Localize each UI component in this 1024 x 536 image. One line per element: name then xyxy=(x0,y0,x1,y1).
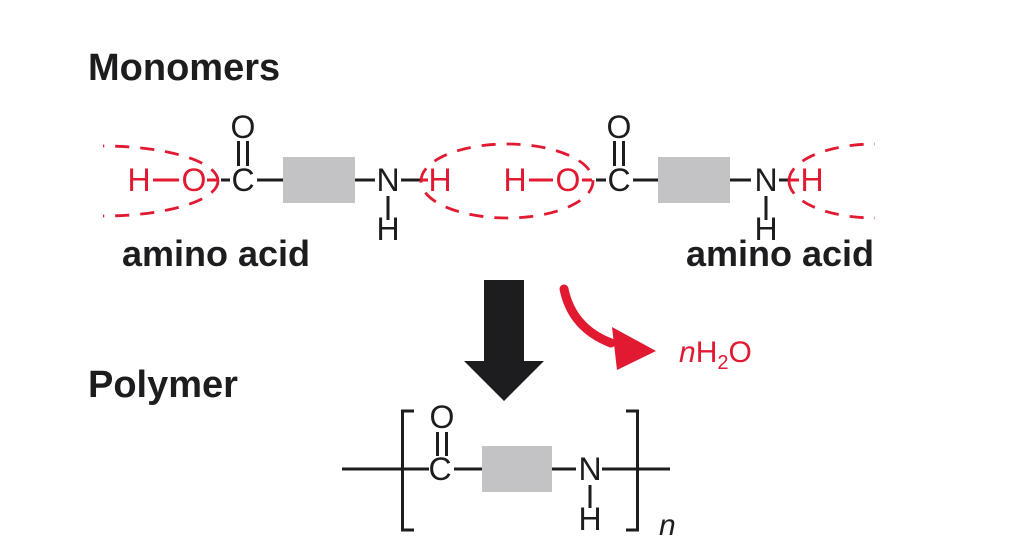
removed-water-ellipse: H H O xyxy=(419,142,595,220)
monomer1-carbon: C xyxy=(231,162,254,198)
monomer2-amine-h-down: H xyxy=(754,211,777,247)
monomer-2: C O N H H xyxy=(582,109,824,247)
right-ellipse-top-arc xyxy=(787,142,876,182)
polymer-right-bracket xyxy=(626,409,639,532)
right-bond-site-ellipse xyxy=(787,142,876,220)
monomer1-amine-h-down: H xyxy=(376,211,399,247)
water-release-arrow-head xyxy=(612,327,656,370)
left-ellipse-bottom-arc xyxy=(102,180,220,218)
monomers-heading: Monomers xyxy=(88,47,280,89)
down-arrow-icon xyxy=(464,280,544,401)
polymer-carbonyl-o: O xyxy=(430,399,455,435)
polymer-left-bracket xyxy=(401,409,414,532)
monomer2-amine-h-right: H xyxy=(800,162,823,198)
monomer1-r-group-box xyxy=(283,157,355,203)
monomer1-carbonyl-o: O xyxy=(231,109,256,145)
polymer-r-group-box xyxy=(482,446,552,492)
byproduct-coefficient: n xyxy=(679,336,696,369)
monomer1-hydroxyl-o: O xyxy=(182,162,207,198)
left-bond-site-ellipse xyxy=(102,144,220,218)
monomer1-nitrogen: N xyxy=(376,162,399,198)
polymer-heading: Polymer xyxy=(88,364,238,406)
monomer2-nitrogen: N xyxy=(754,162,777,198)
monomer2-carbon: C xyxy=(607,162,630,198)
byproduct-oxygen: O xyxy=(728,336,751,369)
monomer1-hydroxyl-h: H xyxy=(127,162,150,198)
left-ellipse-top-arc xyxy=(102,144,220,182)
byproduct-formula: nH2O xyxy=(679,336,752,374)
polymer-carbon: C xyxy=(428,451,451,487)
right-ellipse-bottom-arc xyxy=(787,180,876,220)
amino-acid-label-2: amino acid xyxy=(686,233,874,274)
monomer2-carbonyl-o: O xyxy=(607,109,632,145)
monomer2-r-group-box xyxy=(658,157,730,203)
water-release-arrow-curve xyxy=(559,284,616,348)
monomer2-hydroxyl-h: H xyxy=(503,162,526,198)
water-ellipse-outline xyxy=(419,142,595,220)
polymer-repeat-subscript: n xyxy=(659,509,676,536)
water-release-arrow-icon xyxy=(559,284,656,370)
monomer1-amine-h-right: H xyxy=(428,162,451,198)
amino-acid-label-1: amino acid xyxy=(122,233,310,274)
byproduct-hydrogen: H xyxy=(696,336,718,369)
polymer-nitrogen: N xyxy=(578,451,601,487)
byproduct-subscript: 2 xyxy=(717,352,728,374)
monomer-1: H O C O N H xyxy=(127,109,428,247)
polymer-amine-h: H xyxy=(578,501,601,536)
monomer2-hydroxyl-o: O xyxy=(556,162,581,198)
polymer-repeat-unit: C O N H n xyxy=(342,399,676,536)
